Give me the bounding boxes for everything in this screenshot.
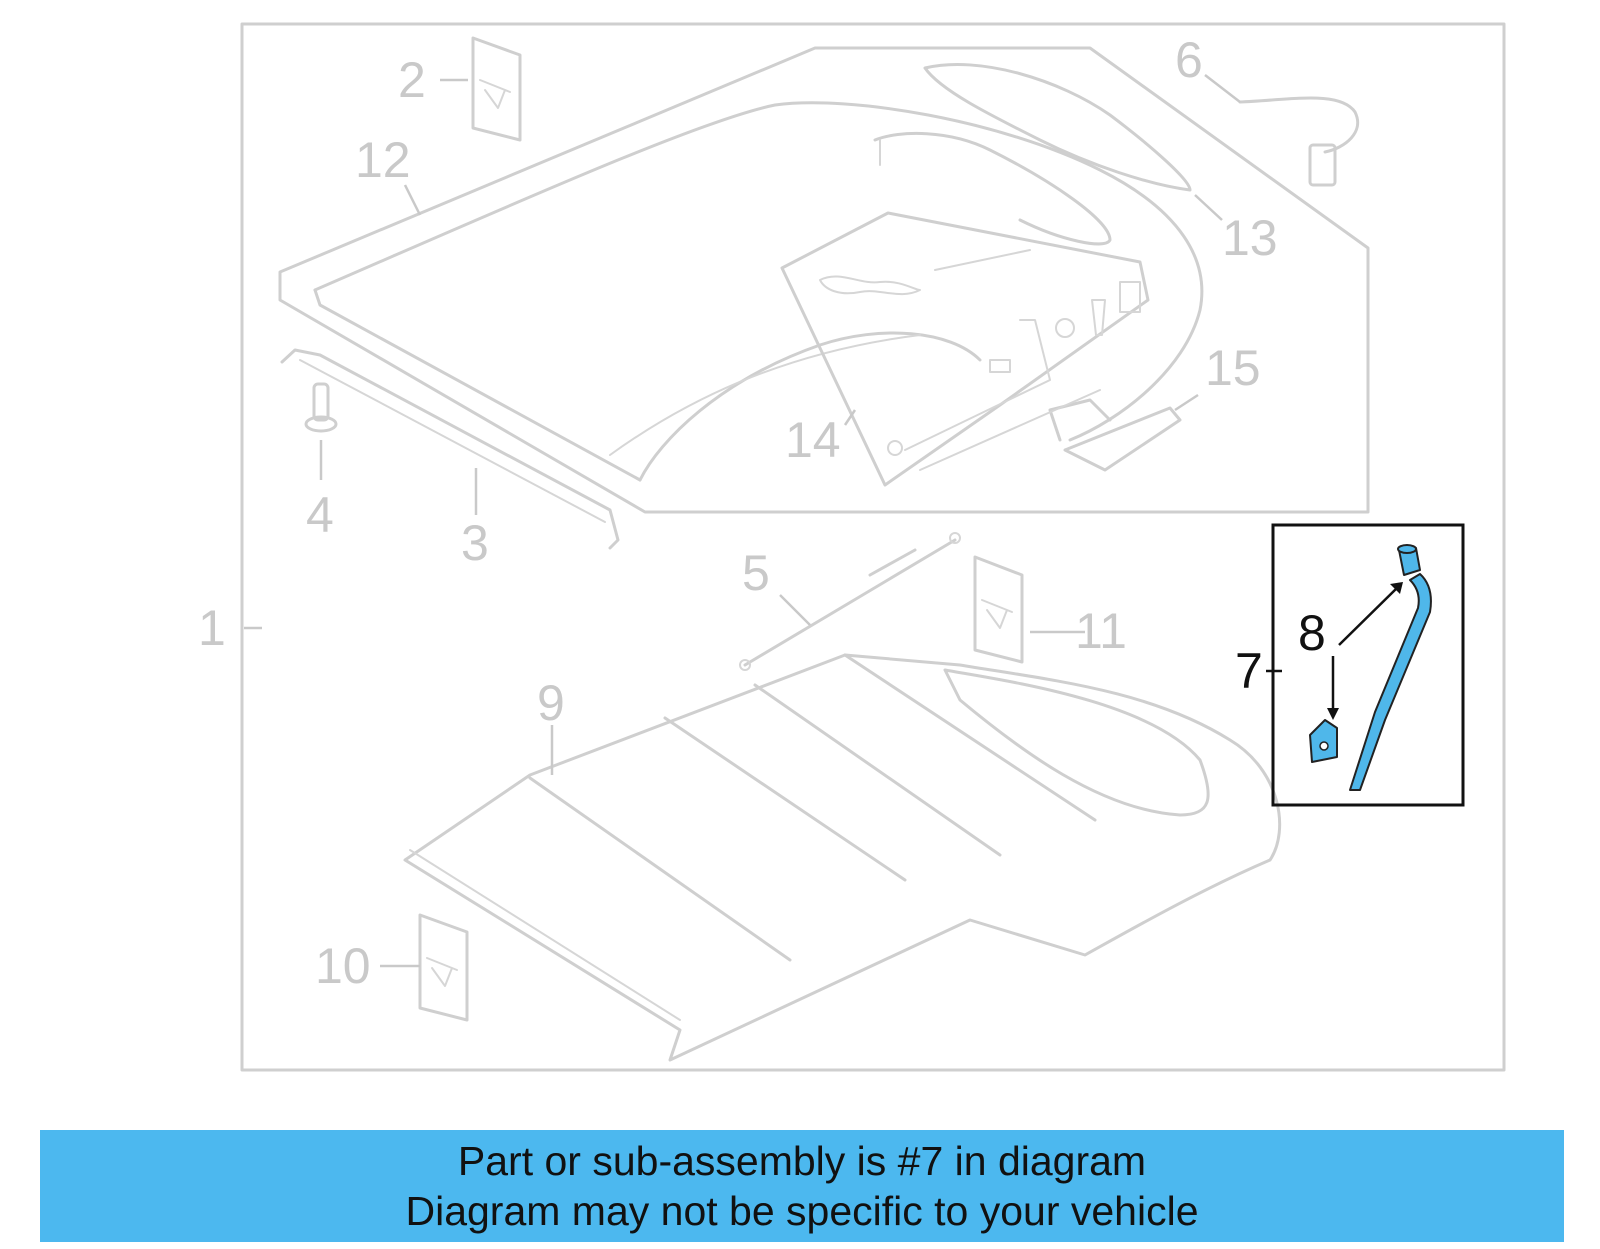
callout-1: 1 xyxy=(198,600,226,656)
side-rail-3 xyxy=(280,348,620,550)
part-7-highlight xyxy=(1309,544,1432,791)
callout-10: 10 xyxy=(315,938,371,994)
leader-lines xyxy=(244,74,1241,968)
packet-2 xyxy=(471,36,522,142)
callout-2: 2 xyxy=(398,52,426,108)
callout-8: 8 xyxy=(1298,605,1326,661)
part-7-inset-frame xyxy=(1271,523,1465,807)
packet-11 xyxy=(973,555,1024,664)
soft-top-9 xyxy=(403,653,1282,1062)
wiring-harness-6 xyxy=(1238,96,1360,187)
hardtop-inset-frame xyxy=(278,46,1370,514)
info-banner: Part or sub-assembly is #7 in diagram Di… xyxy=(40,1130,1564,1242)
callout-12: 12 xyxy=(355,132,411,188)
banner-line-2: Diagram may not be specific to your vehi… xyxy=(405,1188,1199,1234)
callout-3: 3 xyxy=(461,515,489,571)
callout-4: 4 xyxy=(306,487,334,543)
main-frame xyxy=(240,22,1506,1072)
hardtop-shell xyxy=(313,101,1204,482)
part-8-leaders xyxy=(1266,582,1403,720)
callout-11: 11 xyxy=(1075,603,1127,659)
callout-15: 15 xyxy=(1205,340,1261,396)
callout-13: 13 xyxy=(1222,210,1278,266)
bolt-4 xyxy=(304,382,338,433)
callout-9: 9 xyxy=(537,675,565,731)
callout-5: 5 xyxy=(742,545,770,601)
packet-10 xyxy=(418,913,469,1022)
trim-strip-15 xyxy=(1063,406,1182,472)
callout-14: 14 xyxy=(785,412,841,468)
callout-7: 7 xyxy=(1235,643,1263,699)
inner-panel-14 xyxy=(780,211,1150,487)
rear-window-13 xyxy=(923,63,1192,192)
callout-6: 6 xyxy=(1175,32,1203,88)
banner-line-1: Part or sub-assembly is #7 in diagram xyxy=(457,1138,1147,1184)
cable-5 xyxy=(739,532,961,671)
